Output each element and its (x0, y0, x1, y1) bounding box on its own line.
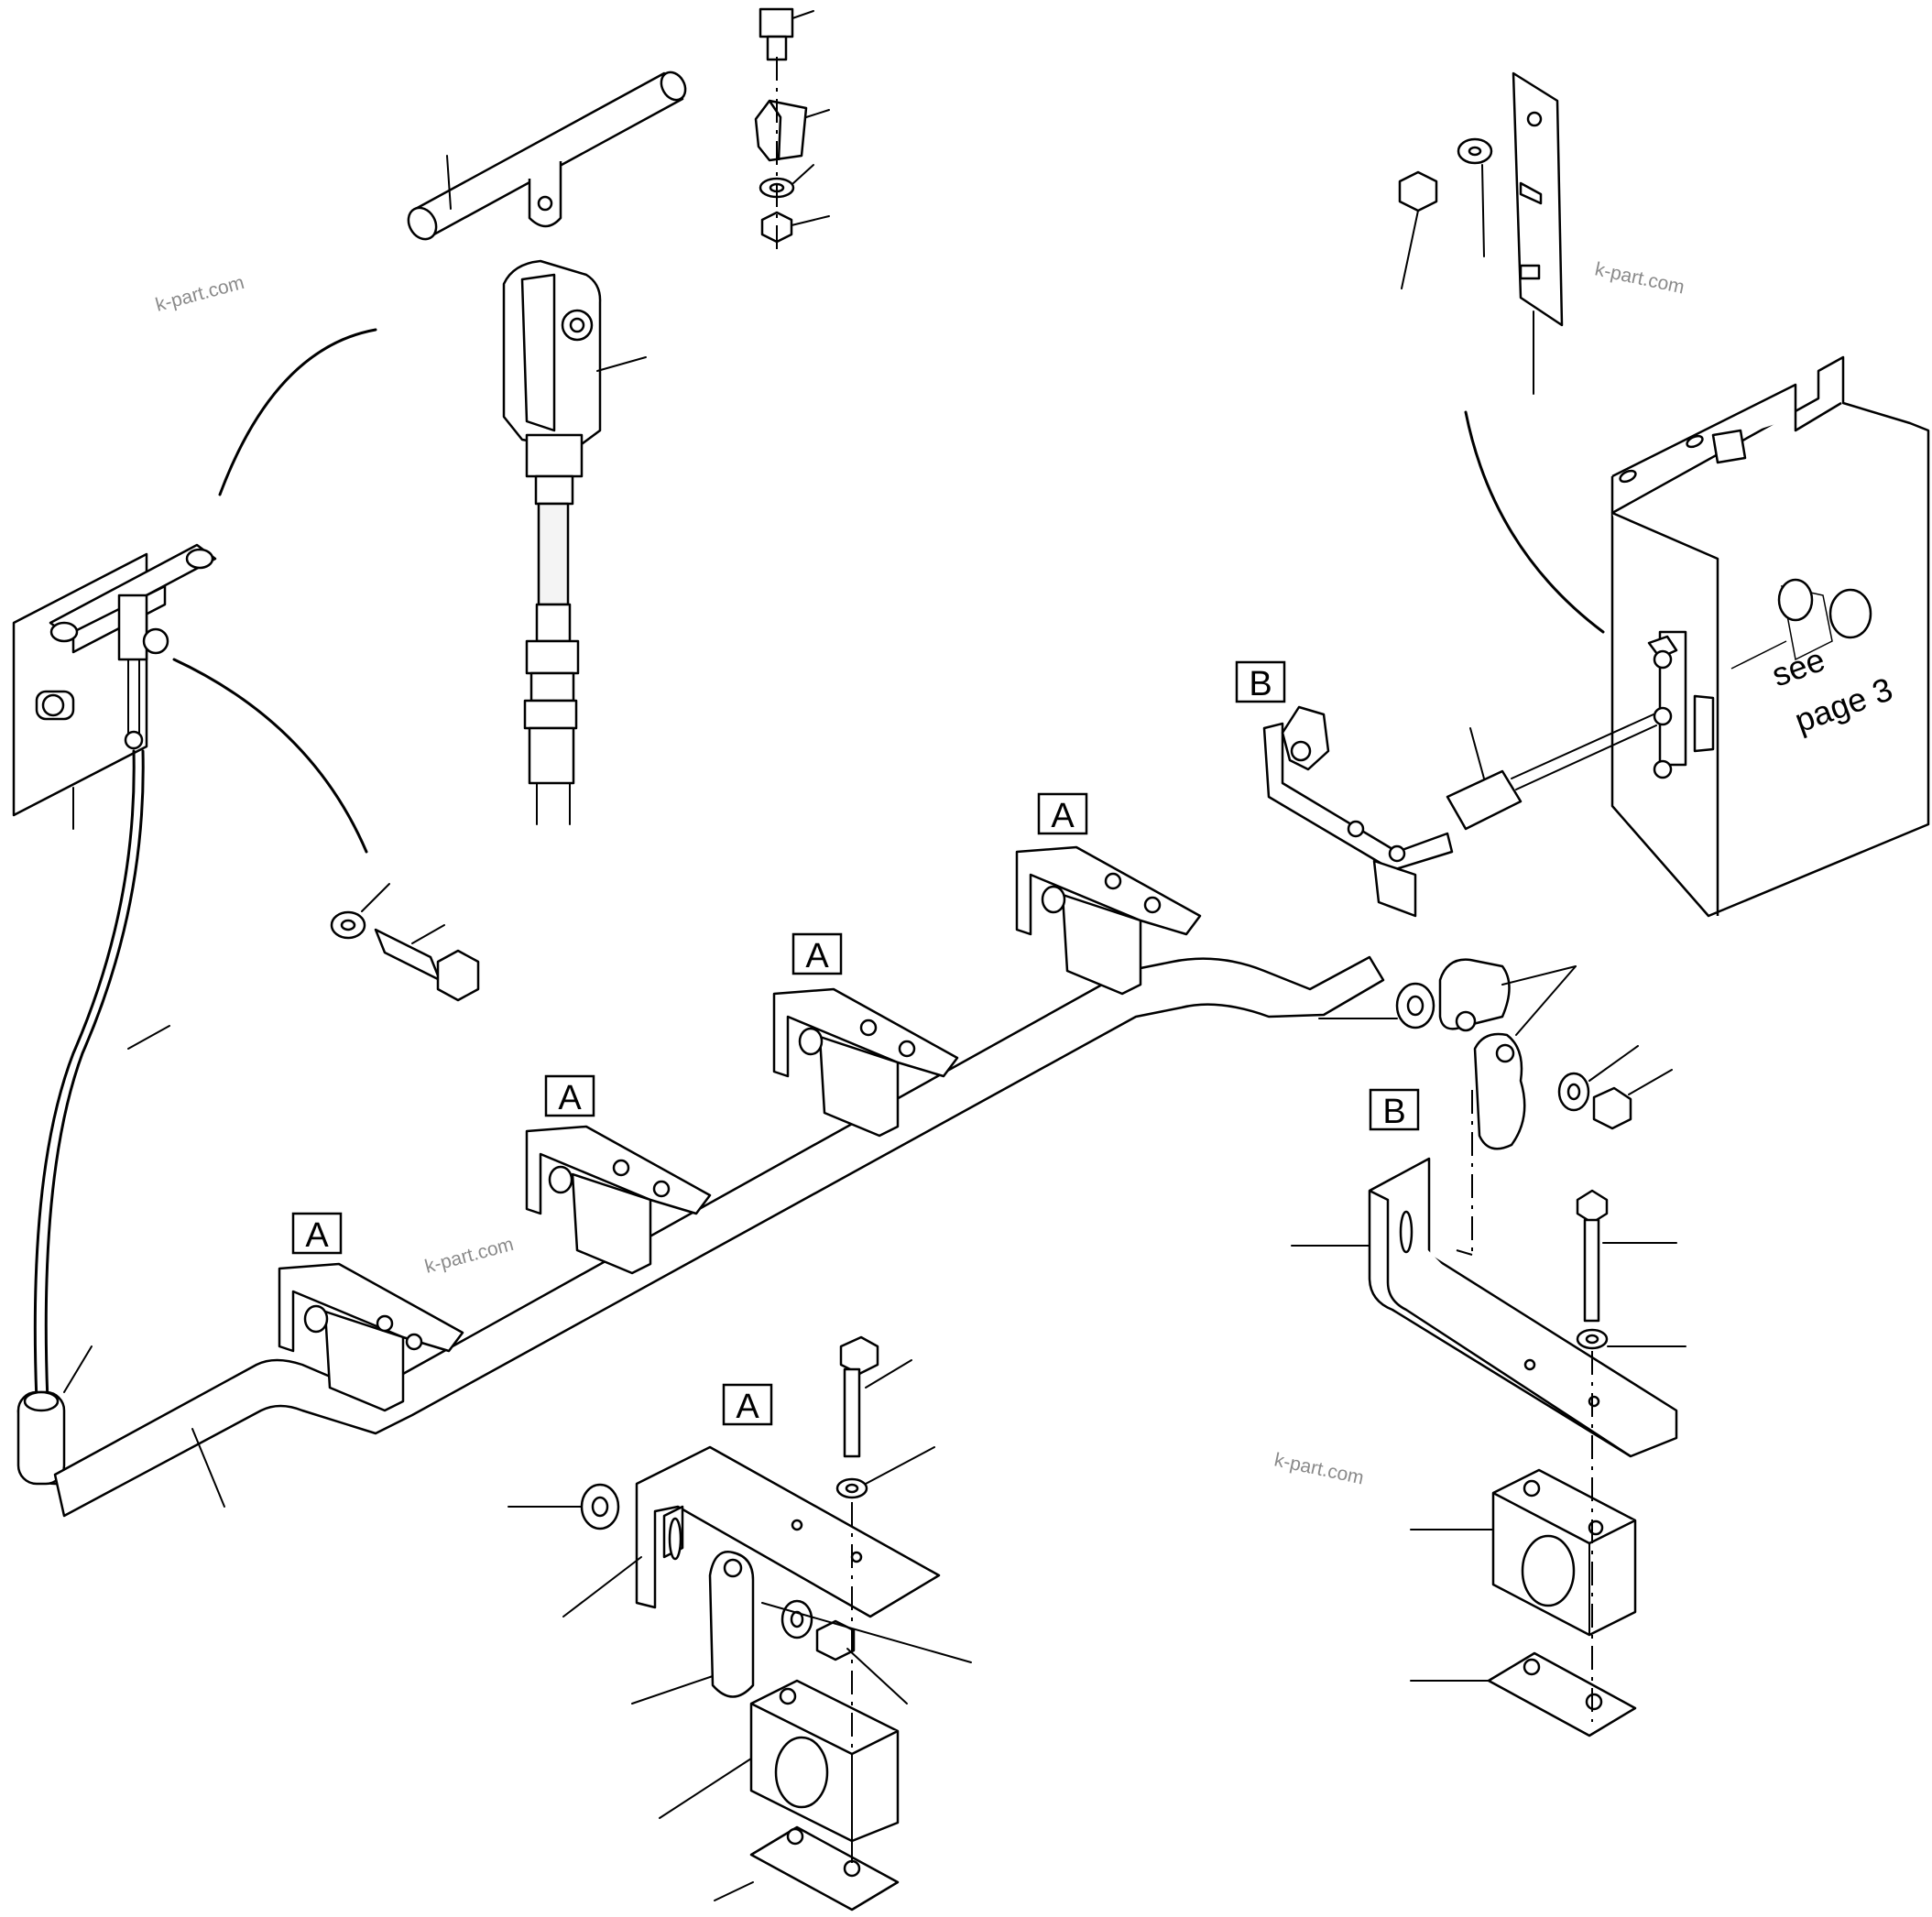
see-page-3-connector-icon (1730, 578, 1872, 670)
leader-line (411, 924, 445, 944)
leader-line (63, 1345, 93, 1393)
callout-a-5-label: A (736, 1388, 759, 1426)
watermark-center: k-part.com (422, 1234, 516, 1278)
callout-b-2-label: B (1382, 1093, 1405, 1131)
detail-arc-left (218, 328, 377, 496)
watermark-bottom-right: k-part.com (1272, 1449, 1366, 1488)
callout-a-4-label: A (1051, 797, 1075, 835)
leader-line (127, 1025, 170, 1050)
callout-b-1: B (1235, 660, 1286, 703)
callout-a-1: A (291, 1212, 343, 1255)
detail-arc-lower (172, 658, 368, 854)
leader-line (596, 356, 647, 372)
t-handle-rod (407, 71, 687, 241)
bracket-a-4 (1015, 845, 1202, 996)
callout-a-2-label: A (558, 1079, 582, 1117)
strap-nut-washer (1398, 71, 1564, 395)
screw-clamp-stack (754, 7, 830, 256)
bracket-a-2 (525, 1125, 712, 1275)
callout-a-3: A (791, 932, 843, 975)
leader-line (191, 1428, 225, 1508)
control-box: see page 3 (1610, 355, 1930, 918)
bracket-b-mounted (1262, 705, 1454, 918)
callout-a-1-label: A (305, 1216, 329, 1255)
watermark-top-right: k-part.com (1593, 258, 1686, 298)
detail-arc-right (1464, 410, 1605, 634)
control-cable (33, 749, 170, 1403)
detail-a-exploded: A (508, 1335, 972, 1912)
bracket-a-1 (278, 1262, 464, 1412)
bracket-a-3 (772, 987, 959, 1138)
callout-b-1-label: B (1249, 665, 1272, 703)
watermark-top-left: k-part.com (153, 272, 246, 316)
callout-a-2: A (544, 1074, 595, 1117)
detail-b-exploded: B (1291, 958, 1686, 1737)
callout-a-3-label: A (805, 937, 829, 975)
callout-a-4: A (1037, 792, 1088, 835)
cable-guide-tube (16, 955, 1385, 1518)
lever-mounting-plate (12, 543, 217, 830)
leader-line (1469, 727, 1485, 779)
cable-sleeve-right (1446, 713, 1657, 831)
clevis-cable-end (502, 259, 647, 825)
bolt-washer-left (330, 883, 480, 1002)
leader-line (446, 155, 452, 210)
